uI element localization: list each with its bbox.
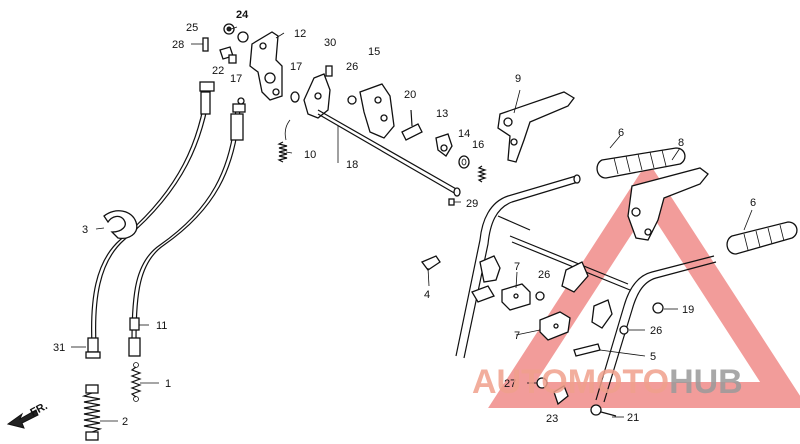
callout-23: 23 (546, 413, 558, 425)
clip-part-4 (420, 255, 441, 271)
callout-1: 1 (165, 378, 171, 390)
bracket-part-12 (249, 31, 283, 101)
frame-bracket-parts (471, 255, 629, 335)
callout-24: 24 (236, 9, 249, 21)
callout-6b: 6 (750, 197, 756, 209)
lever-part-8 (627, 167, 709, 241)
bracket-part-7-lower (539, 311, 571, 341)
leader-lines (71, 26, 753, 422)
callout-7a: 7 (514, 261, 520, 273)
callout-labels: 25 24 28 22 17 12 17 30 15 26 9 20 13 14… (28, 9, 756, 428)
callout-21: 21 (627, 412, 639, 424)
callout-5: 5 (650, 351, 656, 363)
callout-2: 2 (122, 416, 128, 428)
callout-10: 10 (304, 149, 316, 161)
callout-17b: 17 (290, 61, 302, 73)
callout-26a: 26 (346, 61, 358, 73)
callout-18: 18 (346, 159, 358, 171)
callout-6a: 6 (618, 127, 624, 139)
watermark-part1: AUTOMOTO (472, 363, 669, 401)
spring-part-16 (477, 165, 487, 183)
spring-part-10 (277, 119, 291, 163)
callout-9: 9 (515, 73, 521, 85)
watermark-triangle (488, 161, 800, 408)
bracket-part-15 (359, 83, 395, 139)
lever-part-9 (497, 91, 575, 163)
lever-arm-part (303, 65, 357, 119)
bolt-part-20 (401, 109, 423, 141)
grip-part-6-right (726, 221, 798, 255)
svg-text:AUTOMOTOHUB: AUTOMOTOHUB (472, 363, 743, 401)
bracket-part-13 (435, 133, 453, 157)
callout-7b: 7 (514, 330, 520, 342)
watermark-text: AUTOMOTOHUB (472, 363, 743, 401)
callout-22: 22 (212, 65, 224, 77)
callout-12: 12 (294, 28, 306, 40)
washer-part-17 (290, 91, 300, 103)
handlebar-frame (455, 174, 717, 403)
strip-part-5 (573, 343, 601, 357)
callout-8: 8 (678, 137, 684, 149)
small-top-left-parts (202, 23, 249, 64)
callout-29: 29 (466, 198, 478, 210)
clutch-cable (131, 97, 246, 341)
callout-13: 13 (436, 108, 448, 120)
callout-17a: 17 (230, 73, 242, 85)
rod-part-18 (317, 109, 461, 197)
callout-15: 15 (368, 46, 380, 58)
washer-part-14 (458, 155, 470, 169)
callout-28: 28 (172, 39, 184, 51)
bracket-part-7-upper (501, 283, 531, 311)
callout-11: 11 (156, 320, 167, 332)
spring-part-2 (81, 384, 103, 441)
callout-16: 16 (472, 139, 484, 151)
front-direction-label: FR. (28, 400, 49, 419)
nut-part-19 (652, 302, 664, 314)
callout-3: 3 (82, 224, 88, 236)
front-direction-arrow (6, 409, 39, 429)
grip-part-6-upper (596, 147, 686, 179)
bottom-small-parts (536, 377, 617, 417)
callout-27: 27 (504, 378, 516, 390)
callout-25: 25 (186, 22, 198, 34)
callout-20: 20 (404, 89, 416, 101)
callout-26c: 26 (650, 325, 662, 337)
spring-part-1 (130, 362, 142, 402)
cable-clamp-part (103, 210, 138, 240)
small-pin-part-29 (448, 198, 455, 206)
callout-19: 19 (682, 304, 694, 316)
callout-26b: 26 (538, 269, 550, 281)
watermark-part2: HUB (669, 363, 743, 401)
callout-31: 31 (53, 342, 65, 354)
callout-30: 30 (324, 37, 336, 49)
cable-end-fittings (85, 317, 141, 359)
callout-4: 4 (424, 289, 430, 301)
callout-14: 14 (458, 128, 470, 140)
